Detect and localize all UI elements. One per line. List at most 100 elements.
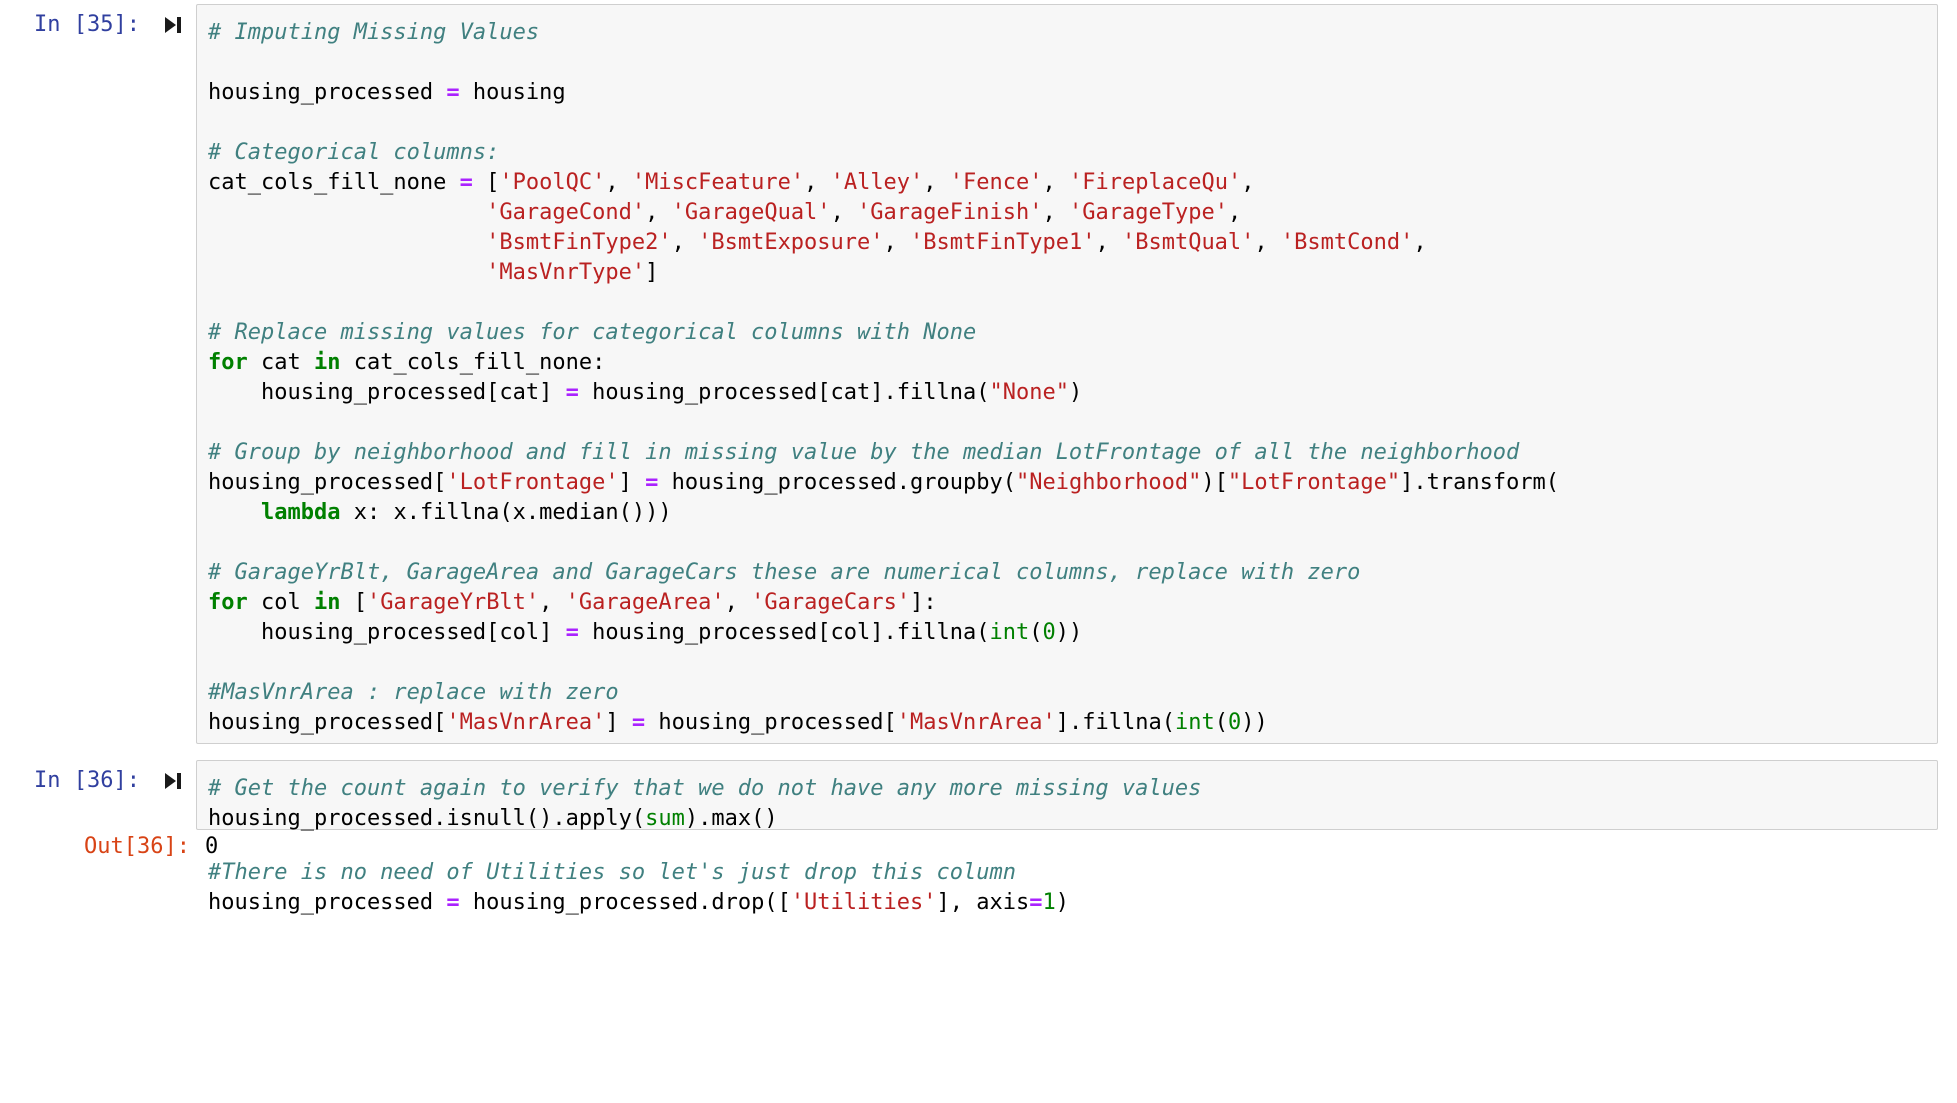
code-token-op: = [459, 170, 473, 195]
code-line: housing_processed['MasVnrArea'] = housin… [208, 708, 1937, 738]
code-line [208, 108, 1937, 138]
code-token-plain: cat [247, 350, 314, 375]
code-token-string: 'MasVnrType' [486, 260, 646, 285]
code-token-builtin: int [1174, 710, 1215, 735]
code-token-plain: ( [1214, 710, 1228, 735]
code-token-comment: #MasVnrArea : replace with zero [208, 680, 619, 705]
code-line [208, 408, 1937, 438]
code-token-plain: , [1095, 230, 1122, 255]
code-token-string: 'PoolQC' [499, 170, 606, 195]
code-token-plain: , [830, 200, 858, 225]
code-token-string: "LotFrontage" [1227, 470, 1401, 495]
run-cell-icon[interactable] [162, 770, 184, 792]
code-token-plain: ], axis [936, 890, 1030, 915]
code-token-plain: housing [459, 80, 566, 105]
code-token-plain [208, 200, 486, 225]
code-line: for cat in cat_cols_fill_none: [208, 348, 1937, 378]
code-line: 'BsmtFinType2', 'BsmtExposure', 'BsmtFin… [208, 228, 1937, 258]
code-token-string: 'BsmtFinType1' [910, 230, 1096, 255]
code-token-string: 'BsmtExposure' [698, 230, 884, 255]
code-token-plain: ] [618, 470, 646, 495]
code-token-string: 'GarageQual' [671, 200, 831, 225]
code-token-plain: housing_processed [208, 890, 447, 915]
code-line [208, 48, 1937, 78]
code-token-string: 'Utilities' [790, 890, 937, 915]
code-token-plain: housing_processed.groupby( [658, 470, 1016, 495]
code-line: 'GarageCond', 'GarageQual', 'GarageFinis… [208, 198, 1937, 228]
code-token-string: 'MasVnrArea' [446, 710, 606, 735]
code-token-plain: housing_processed.drop([ [459, 890, 791, 915]
code-token-plain: housing_processed[ [208, 710, 447, 735]
code-token-plain [208, 500, 261, 525]
code-token-plain: cat_cols_fill_none [208, 170, 460, 195]
code-token-comment: # Get the count again to verify that we … [208, 776, 1202, 801]
code-token-op: = [631, 710, 646, 735]
code-token-plain: )) [1241, 710, 1268, 735]
code-line: lambda x: x.fillna(x.median())) [208, 498, 1937, 528]
code-token-comment: # Replace missing values for categorical… [208, 320, 977, 345]
code-token-plain: , [605, 170, 632, 195]
code-token-plain: , [923, 170, 950, 195]
code-token-op: = [565, 620, 579, 645]
code-token-plain: , [1042, 200, 1069, 225]
code-token-op: = [446, 80, 460, 105]
code-token-plain: , [1413, 230, 1427, 255]
code-token-number: 0 [1042, 620, 1056, 645]
code-token-plain: , [1042, 170, 1070, 195]
code-token-string: 'MiscFeature' [631, 170, 805, 195]
code-token-plain: housing_processed.isnull().apply( [208, 806, 646, 831]
code-token-string: 'GarageYrBlt' [366, 590, 540, 615]
code-token-string: 'FireplaceQu' [1069, 170, 1242, 195]
code-token-plain: housing_processed[col].fillna( [578, 620, 990, 645]
code-token-keyword: in [313, 350, 341, 375]
input-prompt: In [36]: [34, 768, 140, 793]
code-token-comment: #There is no need of Utilities so let's … [208, 860, 1016, 885]
code-token-string: 'GarageArea' [565, 590, 725, 615]
output-prompt: Out[36]: [84, 834, 190, 859]
code-token-plain: [ [472, 170, 500, 195]
code-token-plain: , [1254, 230, 1281, 255]
code-token-number: 0 [1227, 710, 1242, 735]
code-token-keyword: for [208, 590, 248, 615]
code-token-plain: ].transform( [1400, 470, 1560, 495]
code-token-plain: ) [1055, 890, 1069, 915]
code-token-string: 'GarageType' [1069, 200, 1228, 225]
code-token-builtin: int [989, 620, 1030, 645]
code-token-plain: housing_processed [208, 80, 447, 105]
code-line: # Replace missing values for categorical… [208, 318, 1937, 348]
code-token-plain: housing_processed[cat] [208, 380, 566, 405]
code-token-plain: ( [1029, 620, 1043, 645]
code-token-plain [208, 230, 486, 255]
code-token-string: 'BsmtCond' [1280, 230, 1414, 255]
code-token-string: 'GarageFinish' [857, 200, 1043, 225]
code-line: housing_processed = housing [208, 78, 1937, 108]
code-cell[interactable]: In [36]: # Get the count again to verify… [0, 750, 1957, 870]
code-token-plain: , [883, 230, 911, 255]
code-token-string: 'BsmtFinType2' [486, 230, 672, 255]
code-line [208, 528, 1937, 558]
code-token-plain: ].fillna( [1055, 710, 1175, 735]
code-token-keyword: in [313, 590, 341, 615]
code-line: #MasVnrArea : replace with zero [208, 678, 1937, 708]
code-token-keyword: lambda [260, 500, 341, 525]
code-token-plain: , [1227, 200, 1242, 225]
run-cell-icon[interactable] [162, 14, 184, 36]
code-line: housing_processed.isnull().apply(sum).ma… [208, 804, 1937, 834]
code-token-plain: housing_processed[col] [208, 620, 566, 645]
code-line: housing_processed['LotFrontage'] = housi… [208, 468, 1937, 498]
input-prompt: In [35]: [34, 12, 140, 37]
code-line: housing_processed = housing_processed.dr… [208, 888, 1937, 918]
code-token-string: 'Fence' [949, 170, 1043, 195]
code-token-op: = [565, 380, 579, 405]
code-line: housing_processed[col] = housing_process… [208, 618, 1937, 648]
code-token-plain: , [539, 590, 566, 615]
code-input-area[interactable]: # Get the count again to verify that we … [196, 760, 1938, 831]
code-token-op: = [1029, 890, 1043, 915]
code-token-keyword: for [208, 350, 248, 375]
code-token-op: = [645, 470, 659, 495]
code-token-comment: # Group by neighborhood and fill in miss… [208, 440, 1520, 465]
code-token-plain: housing_processed[ [208, 470, 447, 495]
code-token-plain: , [724, 590, 752, 615]
